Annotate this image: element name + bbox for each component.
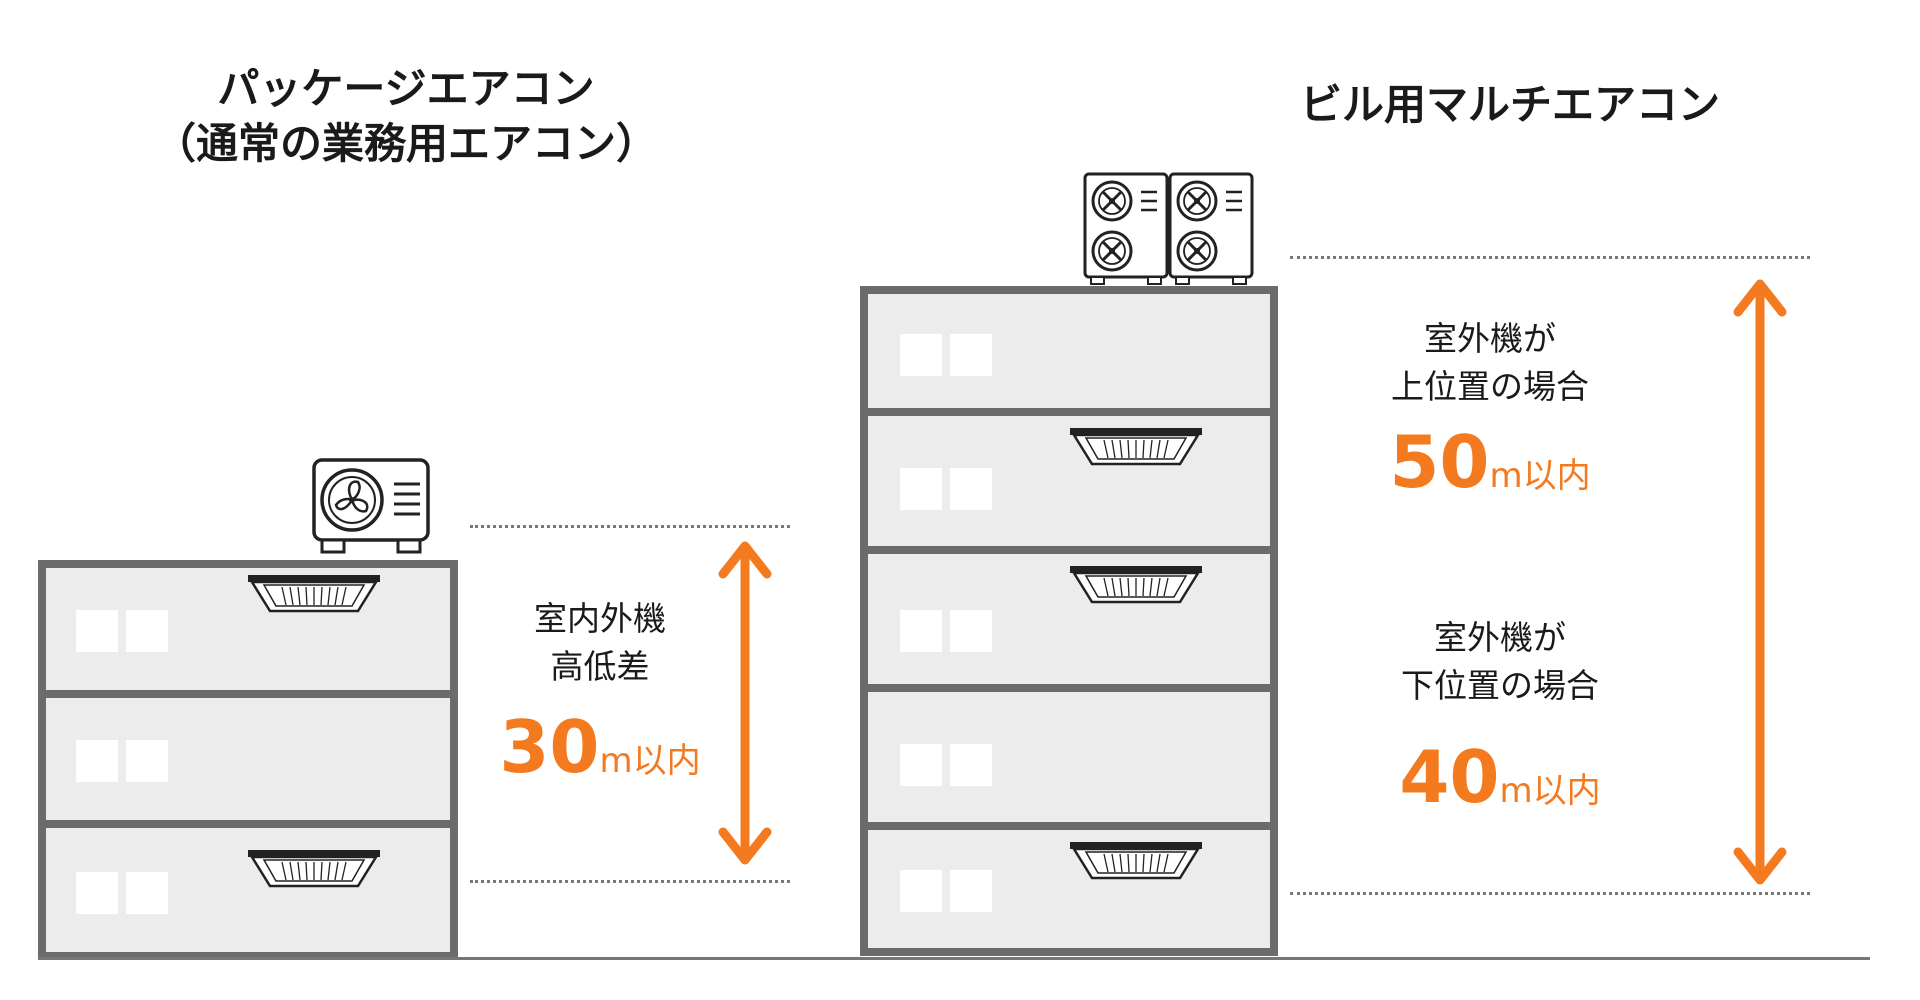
window <box>126 872 168 914</box>
window <box>900 610 942 652</box>
ceiling-cassette-ac-icon <box>248 850 382 888</box>
multi-fan-outdoor-unit-icon <box>1083 172 1255 286</box>
window <box>126 610 168 652</box>
right-upper-value-number: 50 <box>1389 420 1490 504</box>
window <box>126 740 168 782</box>
right-upper-dotted-line <box>1290 256 1810 259</box>
right-lower-value-unit: m以内 <box>1499 771 1601 811</box>
right-floor-5 <box>860 286 1278 416</box>
right-floor-3 <box>860 546 1278 692</box>
ground-line <box>38 957 1870 960</box>
window <box>76 872 118 914</box>
left-label-line2: 高低差 <box>550 646 650 686</box>
right-floor-2 <box>860 684 1278 830</box>
right-upper-label-line1: 室外機が <box>1424 319 1556 358</box>
ceiling-cassette-ac-icon <box>1070 428 1204 466</box>
right-lower-dotted-line <box>1290 892 1810 895</box>
ceiling-cassette-ac-icon <box>1070 842 1204 880</box>
left-title-line2: （通常の業務用エアコン） <box>153 118 658 168</box>
left-title: パッケージエアコン （通常の業務用エアコン） <box>126 62 686 171</box>
double-arrow-icon <box>1733 279 1787 885</box>
left-value-number: 30 <box>499 705 600 789</box>
right-upper-label-line2: 上位置の場合 <box>1391 366 1589 406</box>
left-floor-3 <box>38 560 458 698</box>
right-floor-1 <box>860 822 1278 956</box>
window <box>900 744 942 786</box>
window <box>950 744 992 786</box>
right-lower-label-line1: 室外機が <box>1434 618 1566 657</box>
window <box>76 740 118 782</box>
right-upper-value: 50m以内 <box>1370 420 1610 504</box>
window <box>950 870 992 912</box>
left-lower-dotted-line <box>470 880 790 883</box>
window <box>900 870 942 912</box>
double-arrow-icon <box>718 541 772 865</box>
window <box>950 334 992 376</box>
right-title: ビル用マルチエアコン <box>1200 78 1820 133</box>
right-upper-label: 室外機が 上位置の場合 <box>1370 315 1610 411</box>
left-floor-1 <box>38 820 458 960</box>
ceiling-cassette-ac-icon <box>248 575 382 613</box>
fan-outdoor-unit-icon <box>312 458 430 554</box>
left-floor-2 <box>38 690 458 828</box>
left-value: 30m以内 <box>490 705 710 789</box>
ceiling-cassette-ac-icon <box>1070 566 1204 604</box>
right-upper-value-unit: m以内 <box>1489 456 1591 496</box>
window <box>950 468 992 510</box>
right-title-text: ビル用マルチエアコン <box>1299 80 1720 129</box>
window <box>900 468 942 510</box>
left-upper-dotted-line <box>470 525 790 528</box>
left-value-unit: m以内 <box>599 741 701 781</box>
right-floor-4 <box>860 408 1278 554</box>
right-lower-value-number: 40 <box>1399 735 1500 819</box>
window <box>900 334 942 376</box>
right-lower-label-line2: 下位置の場合 <box>1401 665 1599 705</box>
window <box>950 610 992 652</box>
left-label: 室内外機 高低差 <box>490 595 710 691</box>
left-title-line1: パッケージエアコン <box>217 64 595 113</box>
left-label-line1: 室内外機 <box>534 599 666 638</box>
right-lower-label: 室外機が 下位置の場合 <box>1380 614 1620 710</box>
window <box>76 610 118 652</box>
right-lower-value: 40m以内 <box>1380 735 1620 819</box>
